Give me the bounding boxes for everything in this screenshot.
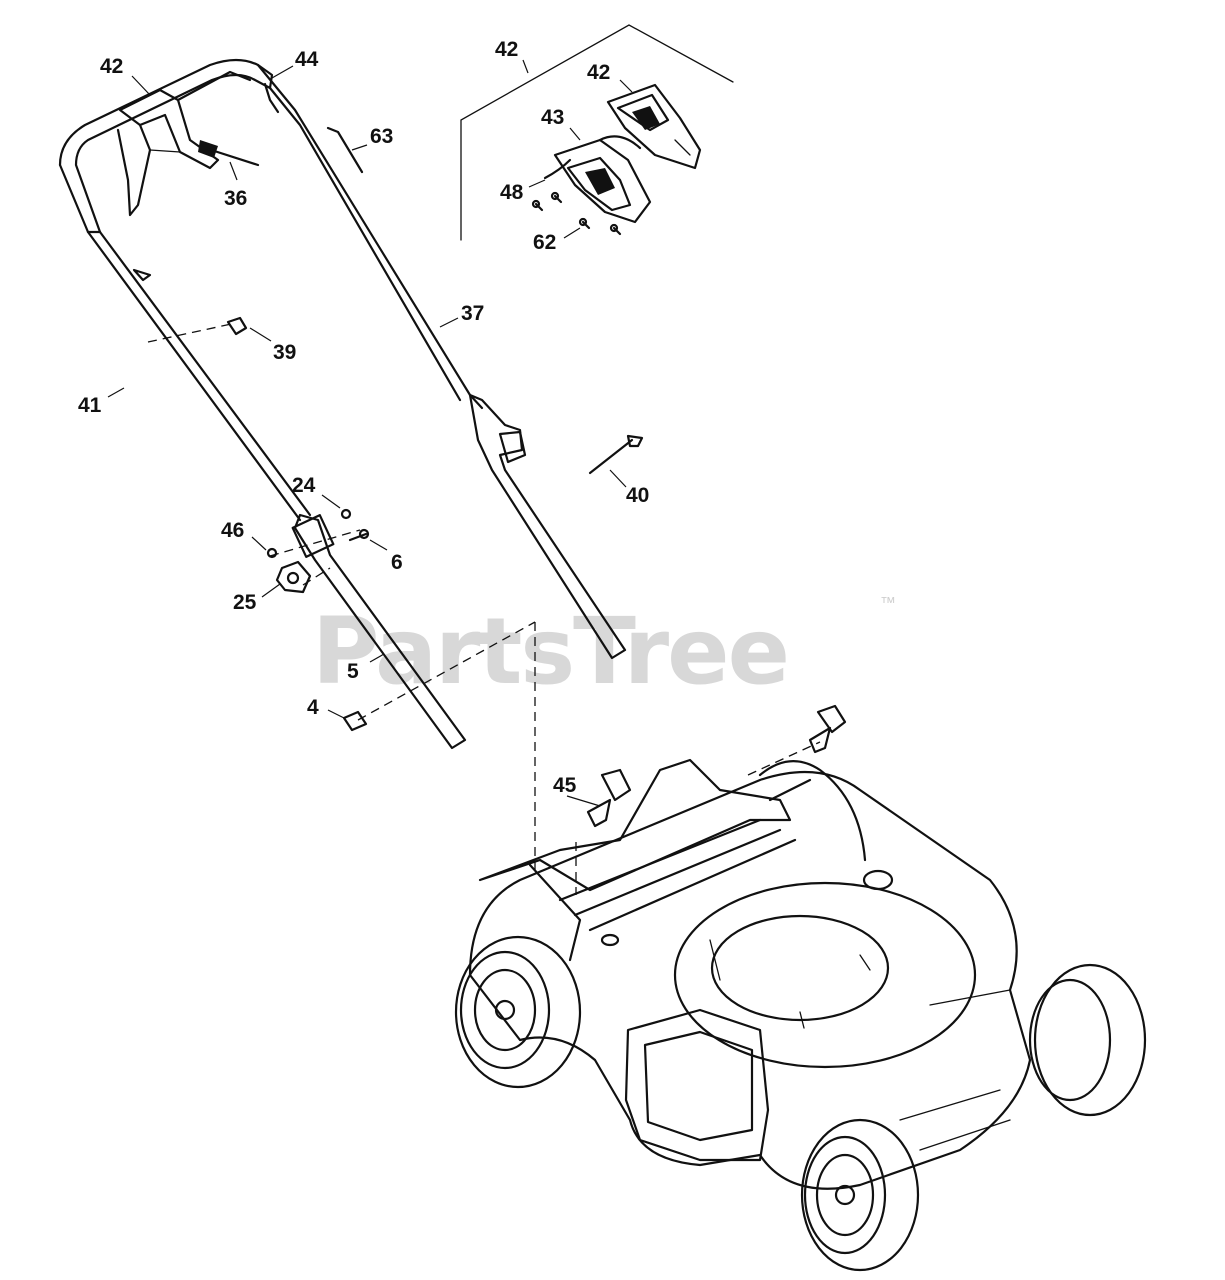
inset-panel [460,24,734,241]
callout-25: 25 [233,591,257,614]
callout-41: 41 [78,394,102,417]
inset-callout-43: 43 [541,106,564,129]
callout-63: 63 [370,125,393,148]
callout-37: 37 [461,302,484,325]
inset-callout-42: 42 [495,38,518,61]
mower-deck-part [454,704,1147,1272]
fastener-parts [132,126,644,732]
callout-5: 5 [347,660,359,683]
inset-callout-42b: 42 [587,61,610,84]
bail-cover-part [606,83,702,170]
callout-24: 24 [292,474,316,497]
callout-36: 36 [224,187,247,210]
callout-39: 39 [273,341,296,364]
cable-control-part [543,135,652,224]
watermark-text: PartsTree [312,598,788,705]
callout-4: 4 [307,696,319,719]
trademark-symbol: ™ [880,595,896,612]
inset-callout-62: 62 [533,231,556,254]
callout-40: 40 [626,484,649,507]
callout-46: 46 [221,519,244,542]
callout-42: 42 [100,55,123,78]
callout-6: 6 [391,551,403,574]
callout-45: 45 [553,774,577,797]
upper-handle-part [58,58,484,522]
lower-handle-part [291,393,627,750]
callout-44: 44 [295,48,319,71]
inset-callout-48: 48 [500,181,524,204]
screw-parts [531,191,622,236]
